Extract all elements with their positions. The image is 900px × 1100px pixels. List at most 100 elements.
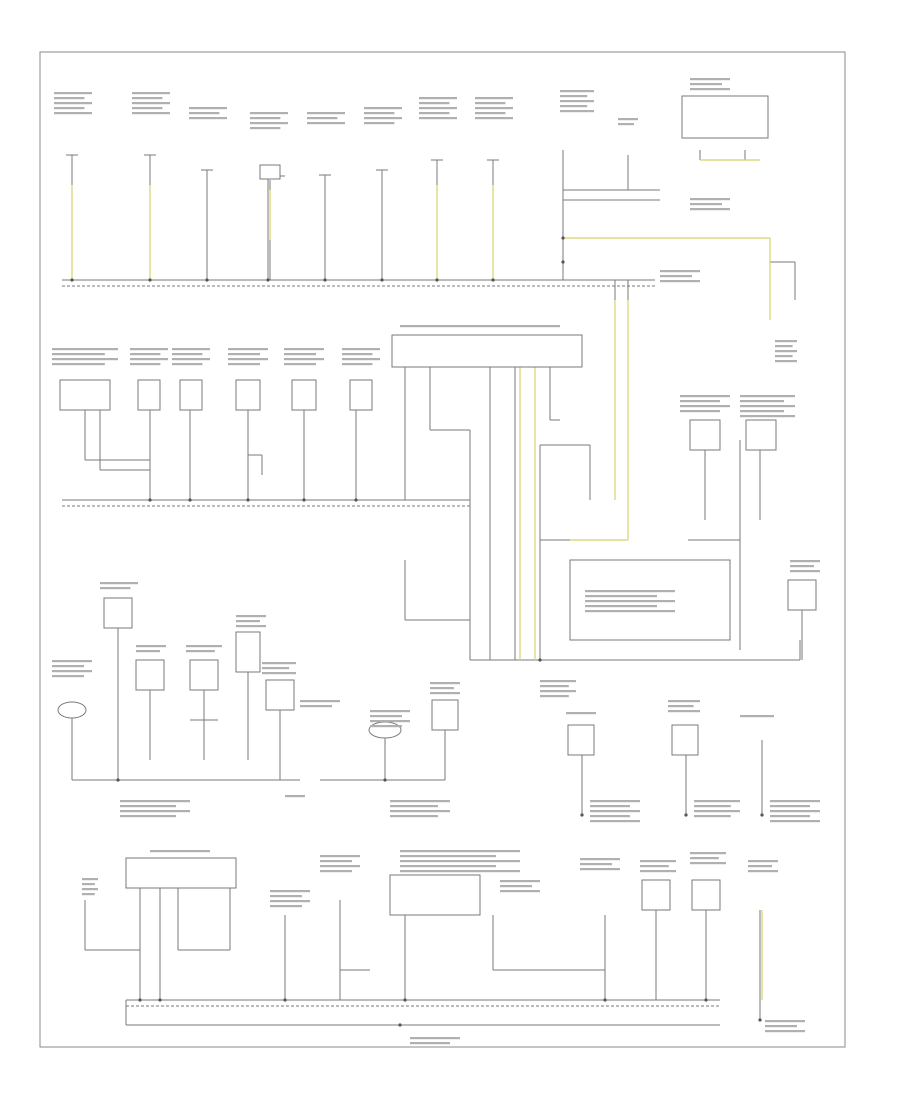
label-text-line <box>690 852 726 855</box>
label-text-line <box>740 715 774 718</box>
ground-point <box>435 278 439 282</box>
label-text-line <box>430 687 454 690</box>
label-text-line <box>668 700 700 703</box>
label-text-line <box>419 112 450 115</box>
component-box <box>671 724 699 756</box>
ground-point <box>538 658 542 662</box>
label-text-line <box>136 645 166 648</box>
ground-point <box>403 998 407 1002</box>
label-text-line <box>52 363 105 366</box>
label-text-line <box>136 650 160 653</box>
label-text-line <box>320 860 352 863</box>
ground-point <box>116 778 120 782</box>
label-text-line <box>150 850 210 853</box>
component-box <box>59 379 111 411</box>
ground-point <box>354 498 358 502</box>
label-text-line <box>668 710 700 713</box>
ground-point <box>383 778 387 782</box>
label-text-line <box>690 862 726 865</box>
label-text-line <box>770 805 810 808</box>
label-text-line <box>540 690 576 693</box>
component-box <box>235 631 261 673</box>
label-text-line <box>370 710 410 713</box>
label-text-line <box>120 805 176 808</box>
label-text-line <box>590 805 630 808</box>
label-text-line <box>82 878 98 881</box>
label-text-line <box>307 112 345 115</box>
label-text-line <box>690 83 722 86</box>
label-text-line <box>270 890 310 893</box>
component-box <box>349 379 373 411</box>
label-text-line <box>748 860 778 863</box>
label-text-line <box>540 695 569 698</box>
label-text-line <box>228 363 260 366</box>
label-text-line <box>172 348 210 351</box>
label-text-line <box>740 410 784 413</box>
label-text-line <box>189 112 220 115</box>
label-text-line <box>765 1025 797 1028</box>
label-text-line <box>400 855 496 858</box>
label-text-line <box>740 395 795 398</box>
ground-point <box>684 813 688 817</box>
label-text-line <box>342 348 380 351</box>
label-text-line <box>82 888 98 891</box>
label-text-line <box>82 893 95 896</box>
label-text-line <box>618 123 634 126</box>
label-text-line <box>270 895 302 898</box>
label-text-line <box>52 660 92 663</box>
component-box <box>689 419 721 451</box>
ground-point <box>148 278 152 282</box>
label-text-line <box>320 855 360 858</box>
ground-point <box>380 278 384 282</box>
component-box <box>431 699 459 731</box>
component-box <box>567 724 595 756</box>
component-box <box>137 379 161 411</box>
diagram-frame <box>39 51 846 1048</box>
label-text-line <box>690 78 730 81</box>
label-text-line <box>270 905 302 908</box>
label-text-line <box>590 815 630 818</box>
label-text-line <box>475 107 513 110</box>
component-box <box>265 679 295 711</box>
label-text-line <box>775 345 793 348</box>
label-text-line <box>585 610 675 613</box>
label-text-line <box>370 725 402 728</box>
label-text-line <box>419 107 457 110</box>
label-text-line <box>765 1020 805 1023</box>
label-text-line <box>770 815 810 818</box>
label-text-line <box>585 590 675 593</box>
highlighted-wires <box>71 159 771 1000</box>
label-text-line <box>540 680 576 683</box>
label-text-line <box>262 672 296 675</box>
label-text-line <box>130 358 168 361</box>
label-text-line <box>390 800 450 803</box>
label-text-line <box>560 100 594 103</box>
component-box <box>259 164 281 180</box>
label-text-line <box>540 685 569 688</box>
label-text-line <box>580 858 620 861</box>
label-text-line <box>748 870 778 873</box>
ground-point <box>266 278 270 282</box>
label-text-line <box>262 667 290 670</box>
label-text-line <box>660 280 700 283</box>
label-text-line <box>130 363 161 366</box>
label-text-line <box>560 95 588 98</box>
label-text-line <box>640 870 676 873</box>
label-text-line <box>419 97 457 100</box>
ground-points <box>70 236 764 1027</box>
label-text-line <box>172 363 203 366</box>
label-text-line <box>262 662 296 665</box>
label-text-line <box>270 900 310 903</box>
component-box <box>389 874 481 916</box>
label-text-line <box>370 720 410 723</box>
label-text-line <box>585 605 657 608</box>
label-text-line <box>172 353 203 356</box>
label-text-line <box>120 815 176 818</box>
label-text-line <box>585 600 675 603</box>
label-text-line <box>54 102 92 105</box>
ground-point <box>283 998 287 1002</box>
label-text-line <box>130 348 168 351</box>
label-text-line <box>236 620 260 623</box>
label-text-line <box>172 358 210 361</box>
label-text-line <box>680 395 730 398</box>
